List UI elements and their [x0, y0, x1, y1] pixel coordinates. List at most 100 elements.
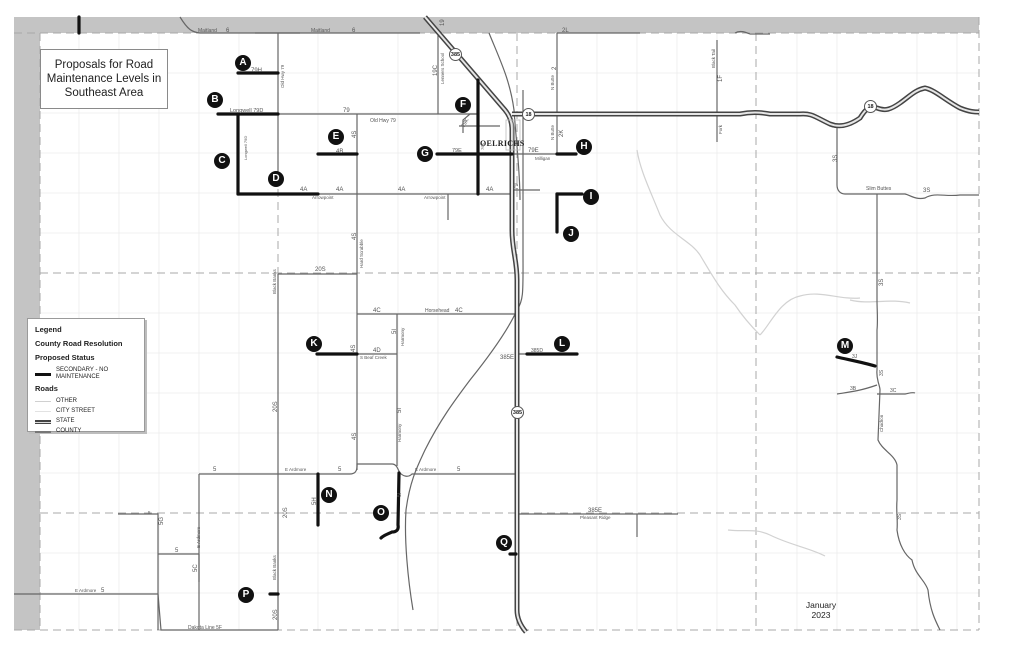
city-street-swatch-icon — [35, 411, 51, 412]
svg-text:3S: 3S — [879, 279, 885, 286]
svg-text:Harmony: Harmony — [400, 327, 405, 346]
svg-text:4C: 4C — [373, 308, 381, 314]
svg-text:1F: 1F — [718, 75, 724, 82]
map-date-year: 2023 — [811, 610, 831, 620]
svg-text:20S: 20S — [315, 267, 326, 273]
proposed-secondary-roads — [77, 15, 877, 596]
svg-text:5: 5 — [338, 467, 342, 473]
proposal-marker-f[interactable]: F — [455, 97, 471, 113]
svg-text:5I: 5I — [392, 329, 398, 334]
proposal-marker-d[interactable]: D — [268, 171, 284, 187]
state-highways — [423, 15, 980, 634]
svg-text:3C: 3C — [890, 388, 897, 394]
proposal-marker-p[interactable]: P — [238, 587, 254, 603]
proposal-marker-m[interactable]: M — [837, 338, 853, 354]
svg-text:Old Hwy 79: Old Hwy 79 — [370, 118, 396, 124]
creeks — [636, 149, 911, 557]
north-boundary-shade — [14, 17, 979, 33]
svg-text:5H: 5H — [312, 497, 318, 505]
map-legend: Legend County Road Resolution Proposed S… — [27, 318, 145, 435]
svg-text:5: 5 — [213, 467, 217, 473]
road-labels: Maitland 6 Maitland 6 2L 79H Longwell 79… — [75, 19, 930, 631]
proposal-marker-q[interactable]: Q — [496, 535, 512, 551]
proposal-marker-c[interactable]: C — [214, 153, 230, 169]
proposal-marker-k[interactable]: K — [306, 336, 322, 352]
svg-text:5G: 5G — [159, 517, 165, 525]
svg-text:E Ardmore: E Ardmore — [285, 467, 307, 472]
svg-text:3S: 3S — [897, 513, 903, 520]
highway-shield-385: 385 — [449, 48, 462, 61]
svg-text:5: 5 — [175, 548, 179, 554]
proposal-marker-i[interactable]: I — [583, 189, 599, 205]
highway-shield-18: 18 — [522, 108, 535, 121]
legend-item-city-street: CITY STREET — [35, 408, 137, 415]
legend-item-secondary: SECONDARY - NO MAINTENANCE — [35, 367, 137, 381]
map-title: Proposals for Road Maintenance Levels in… — [40, 49, 168, 109]
svg-text:E Ardmore: E Ardmore — [415, 467, 437, 472]
svg-text:385E: 385E — [588, 508, 602, 514]
highway-shield-18-east: 18 — [864, 100, 877, 113]
legend-item-state: STATE — [35, 418, 137, 425]
proposal-marker-n[interactable]: N — [321, 487, 337, 503]
svg-text:Longwell 79D: Longwell 79D — [230, 108, 263, 114]
highway-shield-385-south: 385 — [511, 406, 524, 419]
svg-text:79K: 79K — [461, 117, 471, 129]
svg-text:5: 5 — [148, 510, 151, 515]
svg-text:Hard Scrabble: Hard Scrabble — [359, 239, 364, 268]
svg-text:Chadron: Chadron — [879, 414, 884, 432]
svg-text:20S: 20S — [273, 401, 279, 412]
svg-text:Fork: Fork — [718, 124, 723, 134]
svg-text:4A: 4A — [486, 187, 493, 193]
svg-text:5C: 5C — [193, 564, 199, 572]
proposal-marker-a[interactable]: A — [235, 55, 251, 71]
svg-text:79H: 79H — [251, 68, 262, 74]
map-title-line-3: Southeast Area — [64, 87, 144, 99]
proposal-marker-e[interactable]: E — [328, 129, 344, 145]
svg-text:Maitland: Maitland — [198, 28, 217, 34]
svg-text:79E: 79E — [452, 148, 462, 154]
svg-text:2K: 2K — [559, 130, 565, 137]
svg-text:2: 2 — [552, 66, 558, 70]
proposal-marker-l[interactable]: L — [554, 336, 570, 352]
legend-item-other: OTHER — [35, 398, 137, 405]
svg-text:20S: 20S — [273, 609, 279, 620]
svg-text:Black Tail: Black Tail — [711, 49, 716, 68]
map-title-line-1: Proposals for Road — [54, 59, 154, 71]
svg-text:6: 6 — [352, 28, 356, 34]
proposal-marker-g[interactable]: G — [417, 146, 433, 162]
proposal-marker-o[interactable]: O — [373, 505, 389, 521]
secondary-swatch-icon — [35, 372, 51, 376]
svg-text:Horsehead: Horsehead — [425, 308, 450, 314]
svg-text:2L: 2L — [562, 28, 569, 34]
svg-text:Slim Buttes: Slim Buttes — [866, 186, 892, 192]
legend-item-county: COUNTY — [35, 428, 137, 435]
svg-text:19C: 19C — [433, 64, 439, 76]
svg-text:19: 19 — [440, 19, 446, 26]
proposal-marker-j[interactable]: J — [563, 226, 579, 242]
other-road-swatch-icon — [35, 401, 51, 402]
state-road-swatch-icon — [35, 419, 51, 424]
svg-text:N Butte: N Butte — [550, 74, 555, 90]
county-roads — [14, 16, 979, 631]
svg-text:79: 79 — [514, 183, 520, 190]
town-label-oelrichs: OELRICHS — [480, 139, 525, 148]
svg-text:4S: 4S — [352, 433, 358, 440]
legend-group-resolution: County Road Resolution — [35, 339, 123, 348]
svg-text:4A: 4A — [398, 187, 405, 193]
svg-text:Lenners School: Lenners School — [440, 53, 445, 84]
svg-text:Old Hwy 79: Old Hwy 79 — [280, 64, 285, 88]
svg-text:79E: 79E — [528, 148, 539, 154]
proposal-marker-b[interactable]: B — [207, 92, 223, 108]
svg-text:Arrowpoint: Arrowpoint — [312, 195, 334, 200]
proposal-marker-h[interactable]: H — [576, 139, 592, 155]
county-road-swatch-icon — [35, 430, 51, 433]
svg-text:4D: 4D — [373, 348, 381, 354]
map-date-month: January — [805, 600, 837, 610]
legend-heading: Legend — [35, 325, 62, 334]
svg-text:Milligan: Milligan — [535, 156, 551, 161]
svg-text:4S: 4S — [352, 233, 358, 240]
svg-text:Dakota Line 5F: Dakota Line 5F — [188, 625, 222, 631]
svg-text:5I: 5I — [397, 493, 403, 497]
city-streets — [505, 119, 521, 151]
legend-group-status: Proposed Status — [35, 353, 95, 362]
